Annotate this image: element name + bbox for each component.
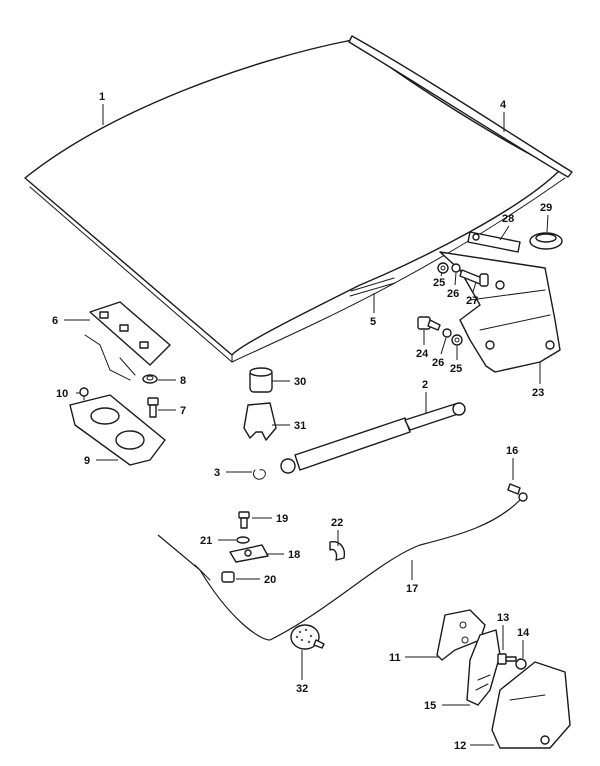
callout-7: 7 [180,405,186,417]
callout-28: 28 [502,213,514,225]
callout-8: 8 [180,375,186,387]
callout-24: 24 [416,348,429,360]
screw-13 [497,653,517,665]
screw-19 [238,511,250,529]
callout-10: 10 [56,388,68,400]
callout-27: 27 [466,295,478,307]
callout-16: 16 [506,445,518,457]
label-strip [349,277,396,297]
strut-clip [252,469,266,480]
cable-clamp [329,541,346,561]
callout-22: 22 [331,517,343,529]
washer-21 [236,536,250,544]
callout-11: 11 [389,652,401,664]
grommet [529,232,563,250]
callout-1: 1 [99,91,105,103]
seal-strip [348,35,573,178]
release-bracket [436,609,486,661]
callout-20: 20 [264,574,276,586]
callout-31: 31 [294,420,306,432]
callout-25-upper: 25 [433,277,445,289]
washer-25-upper [437,262,449,274]
washer-26-lower [442,328,452,338]
callout-12: 12 [454,740,466,752]
callout-3: 3 [214,467,220,479]
nut-8 [142,374,158,384]
hood-latch [84,301,171,381]
callout-26-upper: 26 [447,288,459,300]
callout-25-lower: 25 [450,363,462,375]
nut-20 [221,571,235,583]
rubber-buffer [249,367,273,393]
release-lever [466,629,501,706]
callout-21: 21 [200,535,212,547]
latch-base-plate [69,394,166,466]
bolt-27 [459,269,489,287]
washer-26-upper [451,263,461,273]
cable-guide [229,544,269,563]
callout-26-lower: 26 [432,357,444,369]
callouts: 1 4 5 6 8 10 7 9 30 31 2 3 16 19 21 18 2… [52,91,552,752]
callout-14: 14 [517,627,530,639]
washer-14 [515,658,527,670]
release-cable [157,499,521,641]
callout-4: 4 [500,99,507,111]
callout-6: 6 [52,315,58,327]
hinge-arm [467,231,521,253]
callout-9: 9 [84,455,90,467]
bolt-24 [417,316,441,331]
hinge-assembly [439,251,561,373]
callout-15: 15 [424,700,436,712]
callout-23: 23 [532,387,544,399]
buffer-mount [243,402,277,441]
screw-10 [79,387,89,401]
callout-18: 18 [288,549,300,561]
release-knob [290,624,325,650]
callout-30: 30 [294,376,306,388]
callout-5: 5 [370,316,376,328]
release-cover [491,661,571,749]
callout-32: 32 [296,683,308,695]
bolt-7 [147,397,159,418]
leader-lines [64,104,549,746]
cable-end [507,483,528,502]
callout-17: 17 [406,583,418,595]
callout-13: 13 [497,612,509,624]
callout-2: 2 [422,379,428,391]
callout-19: 19 [276,513,288,525]
callout-29: 29 [540,202,552,214]
washer-25-lower [451,334,463,346]
gas-strut [280,402,466,474]
